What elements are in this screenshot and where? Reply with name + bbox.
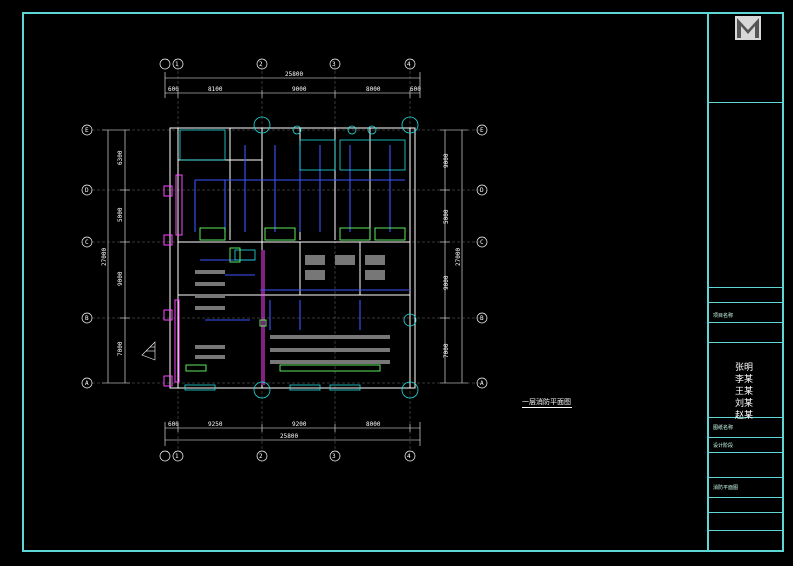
dim-right-seg-4: 7000 — [443, 343, 450, 358]
dim-right-seg-1: 9000 — [443, 153, 450, 168]
axis-row-a-left: A — [85, 380, 89, 387]
dim-bottom-total: 25800 — [280, 433, 298, 440]
fire-pipe-network — [194, 145, 410, 330]
title-block-divider — [709, 342, 784, 343]
dim-bottom-seg-4: 8000 — [366, 421, 381, 428]
signature-2: 李某 — [735, 375, 754, 385]
axis-row-e-right: E — [480, 127, 484, 134]
title-block-divider — [709, 302, 784, 303]
title-block-divider — [709, 417, 784, 418]
dim-right-seg-2: 5000 — [443, 209, 450, 224]
title-block-divider — [709, 437, 784, 438]
furniture-blocks — [195, 255, 390, 364]
axis-row-d-right: D — [480, 187, 484, 194]
axis-row-b-right: B — [480, 315, 484, 322]
dim-left-total: 27000 — [101, 248, 108, 266]
dim-bottom-seg-1: 600 — [168, 421, 179, 428]
drawing-title-text: 一层消防平面图 — [522, 398, 571, 406]
green-equipment — [185, 227, 406, 372]
axis-row-a-right: A — [480, 380, 484, 387]
exterior-stair — [141, 341, 156, 361]
axis-col-4-top: 4 — [407, 61, 411, 68]
title-block-divider — [709, 322, 784, 323]
dim-top-seg-3: 9000 — [292, 86, 307, 93]
title-block-divider — [709, 287, 784, 288]
axis-col-4-bottom: 4 — [407, 453, 411, 460]
dim-right-total: 27000 — [455, 248, 462, 266]
axis-col-2-bottom: 2 — [259, 453, 263, 460]
dim-bottom-seg-3: 9200 — [292, 421, 307, 428]
dim-right-seg-3: 9000 — [443, 275, 450, 290]
axis-col-3-top: 3 — [332, 61, 336, 68]
dim-left-seg-4: 7000 — [117, 341, 124, 356]
signature-3: 王某 — [735, 387, 754, 397]
title-block-divider — [709, 497, 784, 498]
dim-bottom-seg-2: 9250 — [208, 421, 223, 428]
drawing-frame — [22, 12, 784, 552]
axis-bubbles — [81, 58, 488, 462]
stair-and-partition-marks — [163, 174, 265, 387]
drawing-title: 一层消防平面图 — [522, 397, 572, 408]
title-block-divider — [709, 512, 784, 513]
signature-1: 张明 — [735, 363, 754, 373]
title-block-divider — [709, 452, 784, 453]
title-block-project: 项目名称 — [713, 313, 734, 319]
company-logo — [735, 16, 761, 40]
axis-row-c-right: C — [480, 239, 484, 246]
dim-top-total: 25800 — [285, 71, 303, 78]
axis-col-3-bottom: 3 — [332, 453, 336, 460]
row-axis-lines — [92, 129, 480, 384]
dim-left-seg-1: 6300 — [117, 150, 124, 165]
axis-row-d-left: D — [85, 187, 89, 194]
dim-top-small: 600 — [410, 86, 421, 93]
dim-left-seg-3: 9000 — [117, 271, 124, 286]
signature-4: 刘某 — [735, 399, 754, 409]
dim-top-seg-4: 8000 — [366, 86, 381, 93]
title-block-stage: 设计阶段 — [713, 443, 734, 449]
dim-top-seg-1: 600 — [168, 86, 179, 93]
title-block-divider — [709, 102, 784, 103]
title-block-sheet-label: 消防平面图 — [713, 485, 739, 491]
axis-row-e-left: E — [85, 127, 89, 134]
title-block: 项目名称 图纸名称 设计阶段 消防平面图 张明 李某 王某 刘某 赵某 — [707, 12, 784, 552]
cyan-equipment — [179, 116, 419, 399]
axis-row-b-left: B — [85, 315, 89, 322]
axis-col-2-top: 2 — [259, 61, 263, 68]
title-block-divider — [709, 477, 784, 478]
drawing-title-underline — [522, 407, 572, 408]
dim-left-seg-2: 5000 — [117, 207, 124, 222]
axis-row-c-left: C — [85, 239, 89, 246]
dim-top-seg-2: 8100 — [208, 86, 223, 93]
signature-5: 赵某 — [735, 411, 754, 421]
axis-col-1-top: 1 — [175, 61, 179, 68]
title-block-divider — [709, 530, 784, 531]
axis-col-1-bottom: 1 — [175, 453, 179, 460]
title-block-drawing-name: 图纸名称 — [713, 425, 734, 431]
